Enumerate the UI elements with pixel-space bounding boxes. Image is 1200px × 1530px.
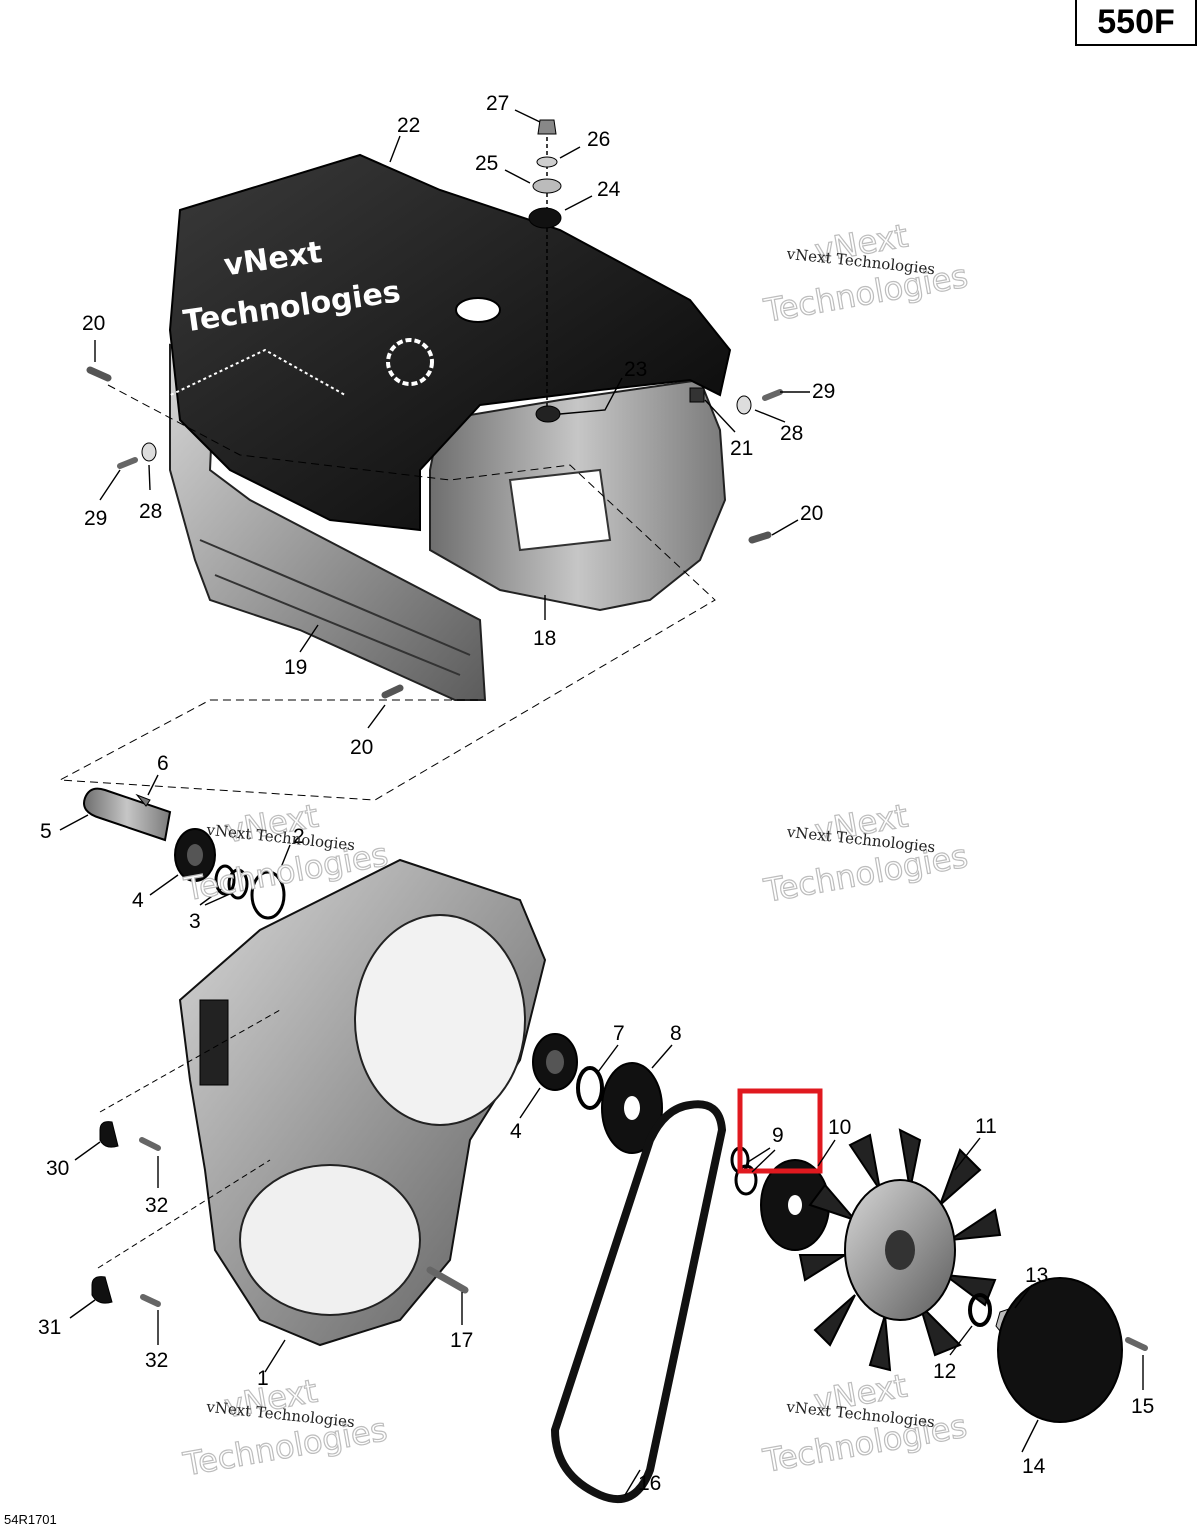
callout-22: 22 xyxy=(397,114,420,137)
callout-16: 16 xyxy=(638,1472,661,1495)
model-badge: 550F xyxy=(1075,0,1197,46)
part-28-washer-a xyxy=(141,442,157,462)
callout-23: 23 xyxy=(624,358,647,381)
callout-15: 15 xyxy=(1131,1395,1154,1418)
part-21-clip xyxy=(689,387,705,403)
callout-28-left: 28 xyxy=(139,500,162,523)
callout-32-top: 32 xyxy=(145,1194,168,1217)
callout-4-right: 4 xyxy=(510,1120,522,1143)
callout-32-bottom: 32 xyxy=(145,1349,168,1372)
callout-20-top-left: 20 xyxy=(82,312,105,335)
callout-27: 27 xyxy=(486,92,509,115)
part-6-key xyxy=(135,793,151,807)
callout-20-bottom: 20 xyxy=(350,736,373,759)
part-32-screw-b xyxy=(140,1294,161,1307)
part-7-washer xyxy=(576,1066,604,1110)
callout-5: 5 xyxy=(40,820,52,843)
callout-26: 26 xyxy=(587,128,610,151)
part-12-washer xyxy=(968,1293,992,1327)
part-23-grommet xyxy=(535,405,561,423)
part-29-screw-a xyxy=(117,457,138,469)
part-24-grommet xyxy=(528,207,562,229)
callout-10: 10 xyxy=(828,1116,851,1139)
callout-28-right: 28 xyxy=(780,422,803,445)
callout-31: 31 xyxy=(38,1316,61,1339)
callout-29-right: 29 xyxy=(812,380,835,403)
highlight-box xyxy=(737,1088,823,1174)
callout-20-right: 20 xyxy=(800,502,823,525)
callout-14: 14 xyxy=(1022,1455,1046,1478)
callout-13: 13 xyxy=(1025,1264,1048,1287)
callout-17: 17 xyxy=(450,1329,473,1352)
part-5-shaft xyxy=(83,787,172,842)
part-2-circlip xyxy=(250,870,286,920)
callout-8: 8 xyxy=(670,1022,682,1045)
part-27-screw xyxy=(537,119,557,135)
part-9-ring-b xyxy=(734,1164,758,1196)
callout-25: 25 xyxy=(475,152,498,175)
part-28-washer-b xyxy=(736,395,752,415)
part-25-washer xyxy=(532,178,562,194)
callout-3: 3 xyxy=(189,910,201,933)
part-3-ring-a xyxy=(214,864,236,896)
part-14-cap xyxy=(997,1277,1123,1423)
callout-labels: 22 27 26 25 24 23 21 28 29 20 29 28 20 1… xyxy=(38,92,1154,1495)
part-11-fan xyxy=(798,1128,1002,1372)
callout-24: 24 xyxy=(597,178,621,201)
callout-21: 21 xyxy=(730,437,753,460)
callout-9: 9 xyxy=(772,1124,784,1147)
callout-29-left: 29 xyxy=(84,507,107,530)
part-29-screw-b xyxy=(762,389,783,401)
callout-1: 1 xyxy=(257,1367,269,1390)
part-30-clamp xyxy=(99,1121,119,1148)
callout-2: 2 xyxy=(293,825,305,848)
part-20-screw-c xyxy=(381,684,404,699)
part-20-screw-a xyxy=(86,366,112,382)
part-16-belt xyxy=(550,1100,727,1503)
callout-11: 11 xyxy=(975,1115,997,1138)
part-20-screw-b xyxy=(748,531,772,544)
part-26-washer xyxy=(536,156,558,168)
callout-7: 7 xyxy=(613,1022,625,1045)
callout-30: 30 xyxy=(46,1157,69,1180)
document-code: 54R1701 xyxy=(4,1512,57,1527)
part-17-screw xyxy=(426,1266,469,1294)
part-22-cover xyxy=(168,153,732,532)
callout-19: 19 xyxy=(284,656,307,679)
part-3-ring-b xyxy=(227,868,249,900)
callout-18: 18 xyxy=(533,627,556,650)
part-32-screw-a xyxy=(139,1137,161,1151)
part-31-clamp xyxy=(91,1276,113,1304)
part-15-screw xyxy=(1125,1337,1148,1351)
callout-6: 6 xyxy=(157,752,169,775)
callout-4-left: 4 xyxy=(132,889,144,912)
callout-12: 12 xyxy=(933,1360,956,1383)
leader-lines xyxy=(59,109,1144,1496)
